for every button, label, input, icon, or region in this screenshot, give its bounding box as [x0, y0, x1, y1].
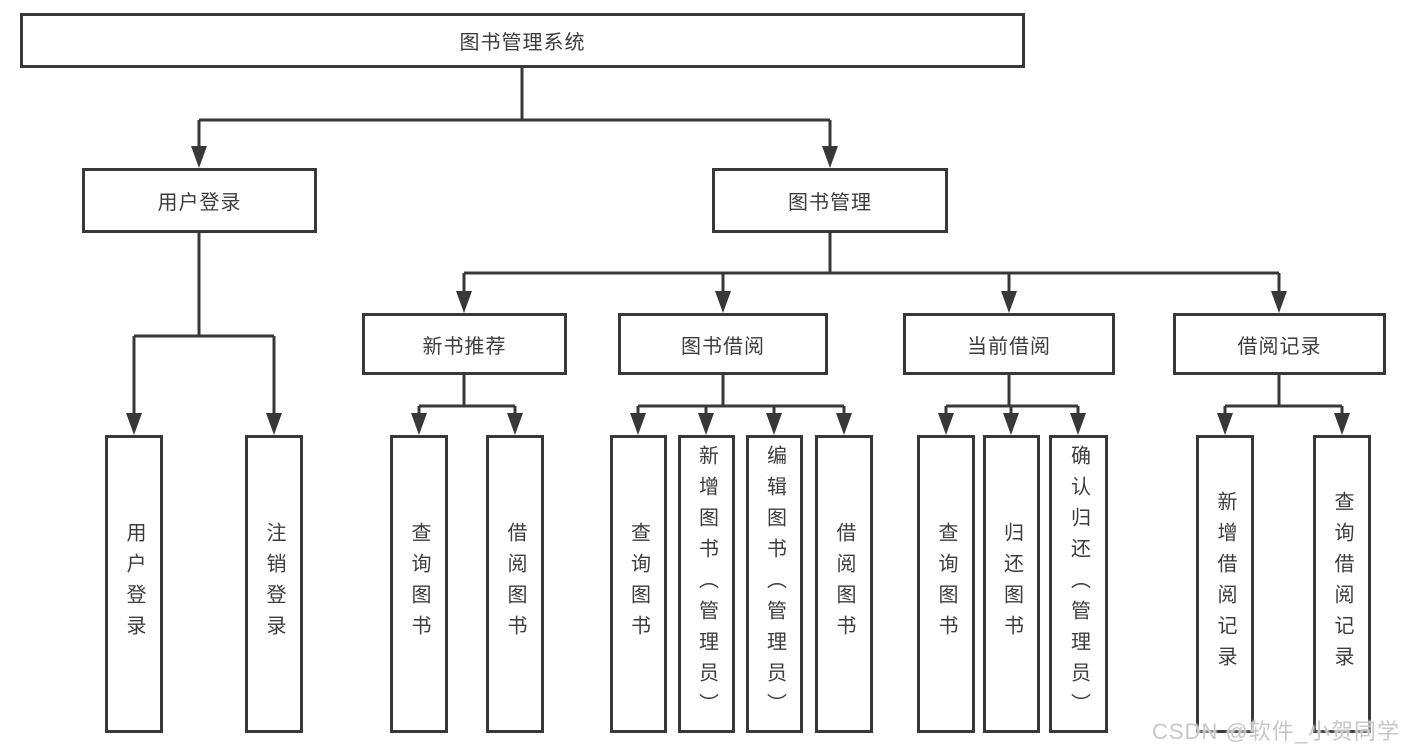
- node-label: 新增借阅记录: [1214, 491, 1236, 677]
- leaf-confirm-return-admin: 确认归还（管理员）: [1049, 435, 1108, 733]
- node-label: 借阅图书: [833, 522, 855, 646]
- node-label: 用户登录: [157, 192, 242, 214]
- node-label: 查询图书: [627, 522, 650, 646]
- leaf-query-books: 查询图书: [610, 435, 667, 733]
- node-borrowing-records: 借阅记录: [1173, 313, 1386, 375]
- node-label: 图书借阅: [681, 335, 765, 358]
- csdn-watermark: CSDN @软件_小贺同学: [1152, 719, 1401, 744]
- node-label: 查询借阅记录: [1331, 491, 1353, 677]
- arrow-down-icons: [126, 146, 1350, 435]
- leaf-return-books: 归还图书: [983, 435, 1040, 733]
- leaf-add-borrow-record: 新增借阅记录: [1196, 435, 1254, 733]
- leaf-edit-books-admin: 编辑图书（管理员）: [746, 435, 803, 733]
- leaf-add-books-admin: 新增图书（管理员）: [678, 435, 735, 733]
- node-label: 图书管理: [788, 192, 872, 214]
- node-label: 用户登录: [123, 522, 145, 646]
- node-label: 新增图书（管理员）: [695, 444, 718, 724]
- leaf-borrow-books-recommend: 借阅图书: [486, 435, 544, 733]
- node-label: 确认归还（管理员）: [1067, 444, 1090, 724]
- node-label: 图书管理系统: [459, 32, 586, 54]
- node-label: 归还图书: [1000, 522, 1023, 646]
- node-book-borrowing: 图书借阅: [618, 313, 828, 375]
- node-user-login-module: 用户登录: [82, 168, 317, 233]
- node-new-book-recommend: 新书推荐: [362, 313, 567, 375]
- leaf-user-login: 用户登录: [105, 435, 163, 733]
- node-current-borrowing: 当前借阅: [903, 313, 1115, 375]
- node-label: 借阅图书: [504, 522, 526, 646]
- leaf-query-books-recommend: 查询图书: [390, 435, 448, 733]
- leaf-borrow-books: 借阅图书: [815, 435, 873, 733]
- node-label: 当前借阅: [967, 335, 1051, 358]
- node-label: 注销登录: [263, 522, 285, 646]
- node-book-management-module: 图书管理: [712, 168, 948, 233]
- node-library-management-system: 图书管理系统: [20, 13, 1025, 68]
- node-label: 新书推荐: [422, 335, 507, 358]
- leaf-logout: 注销登录: [245, 435, 303, 733]
- node-label: 借阅记录: [1237, 335, 1322, 358]
- node-label: 查询图书: [408, 522, 430, 646]
- node-label: 查询图书: [935, 522, 957, 646]
- node-label: 编辑图书（管理员）: [763, 444, 786, 724]
- leaf-query-books-current: 查询图书: [917, 435, 975, 733]
- leaf-query-borrow-record: 查询借阅记录: [1313, 435, 1371, 733]
